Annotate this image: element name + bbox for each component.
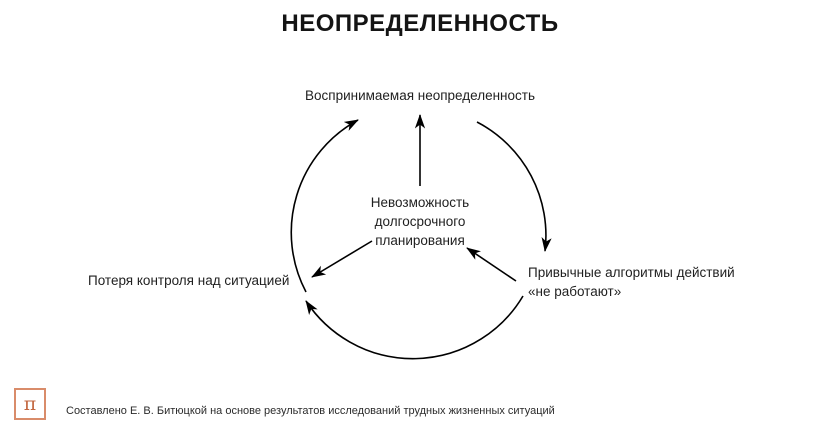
outer-cycle-arcs — [290, 119, 552, 360]
page-title: НЕОПРЕДЕЛЕННОСТЬ — [281, 10, 559, 37]
arc-control-to-perceived — [290, 119, 359, 293]
footer: π Составлено Е. В. Битюцкой на основе ре… — [0, 386, 840, 439]
arc-algorithms-to-control — [305, 295, 524, 360]
node-label-loss-of-control: Потеря контроля над ситуацией — [88, 273, 290, 288]
node-label-no-longterm-planning: Невозможность долгосрочного планирования — [370, 195, 470, 248]
node-label-habitual-algorithms: Привычные алгоритмы действий «не работаю… — [528, 265, 735, 299]
node-label-perceived-uncertainty: Воспринимаемая неопределенность — [305, 88, 535, 103]
line-center-to-control — [311, 240, 373, 278]
pi-logo-icon: π — [14, 388, 46, 420]
line-algorithms-to-center — [466, 247, 517, 282]
inner-connectors — [311, 114, 517, 282]
footer-attribution-note: Составлено Е. В. Битюцкой на основе резу… — [66, 405, 555, 417]
arc-perceived-to-algorithms — [476, 121, 552, 252]
